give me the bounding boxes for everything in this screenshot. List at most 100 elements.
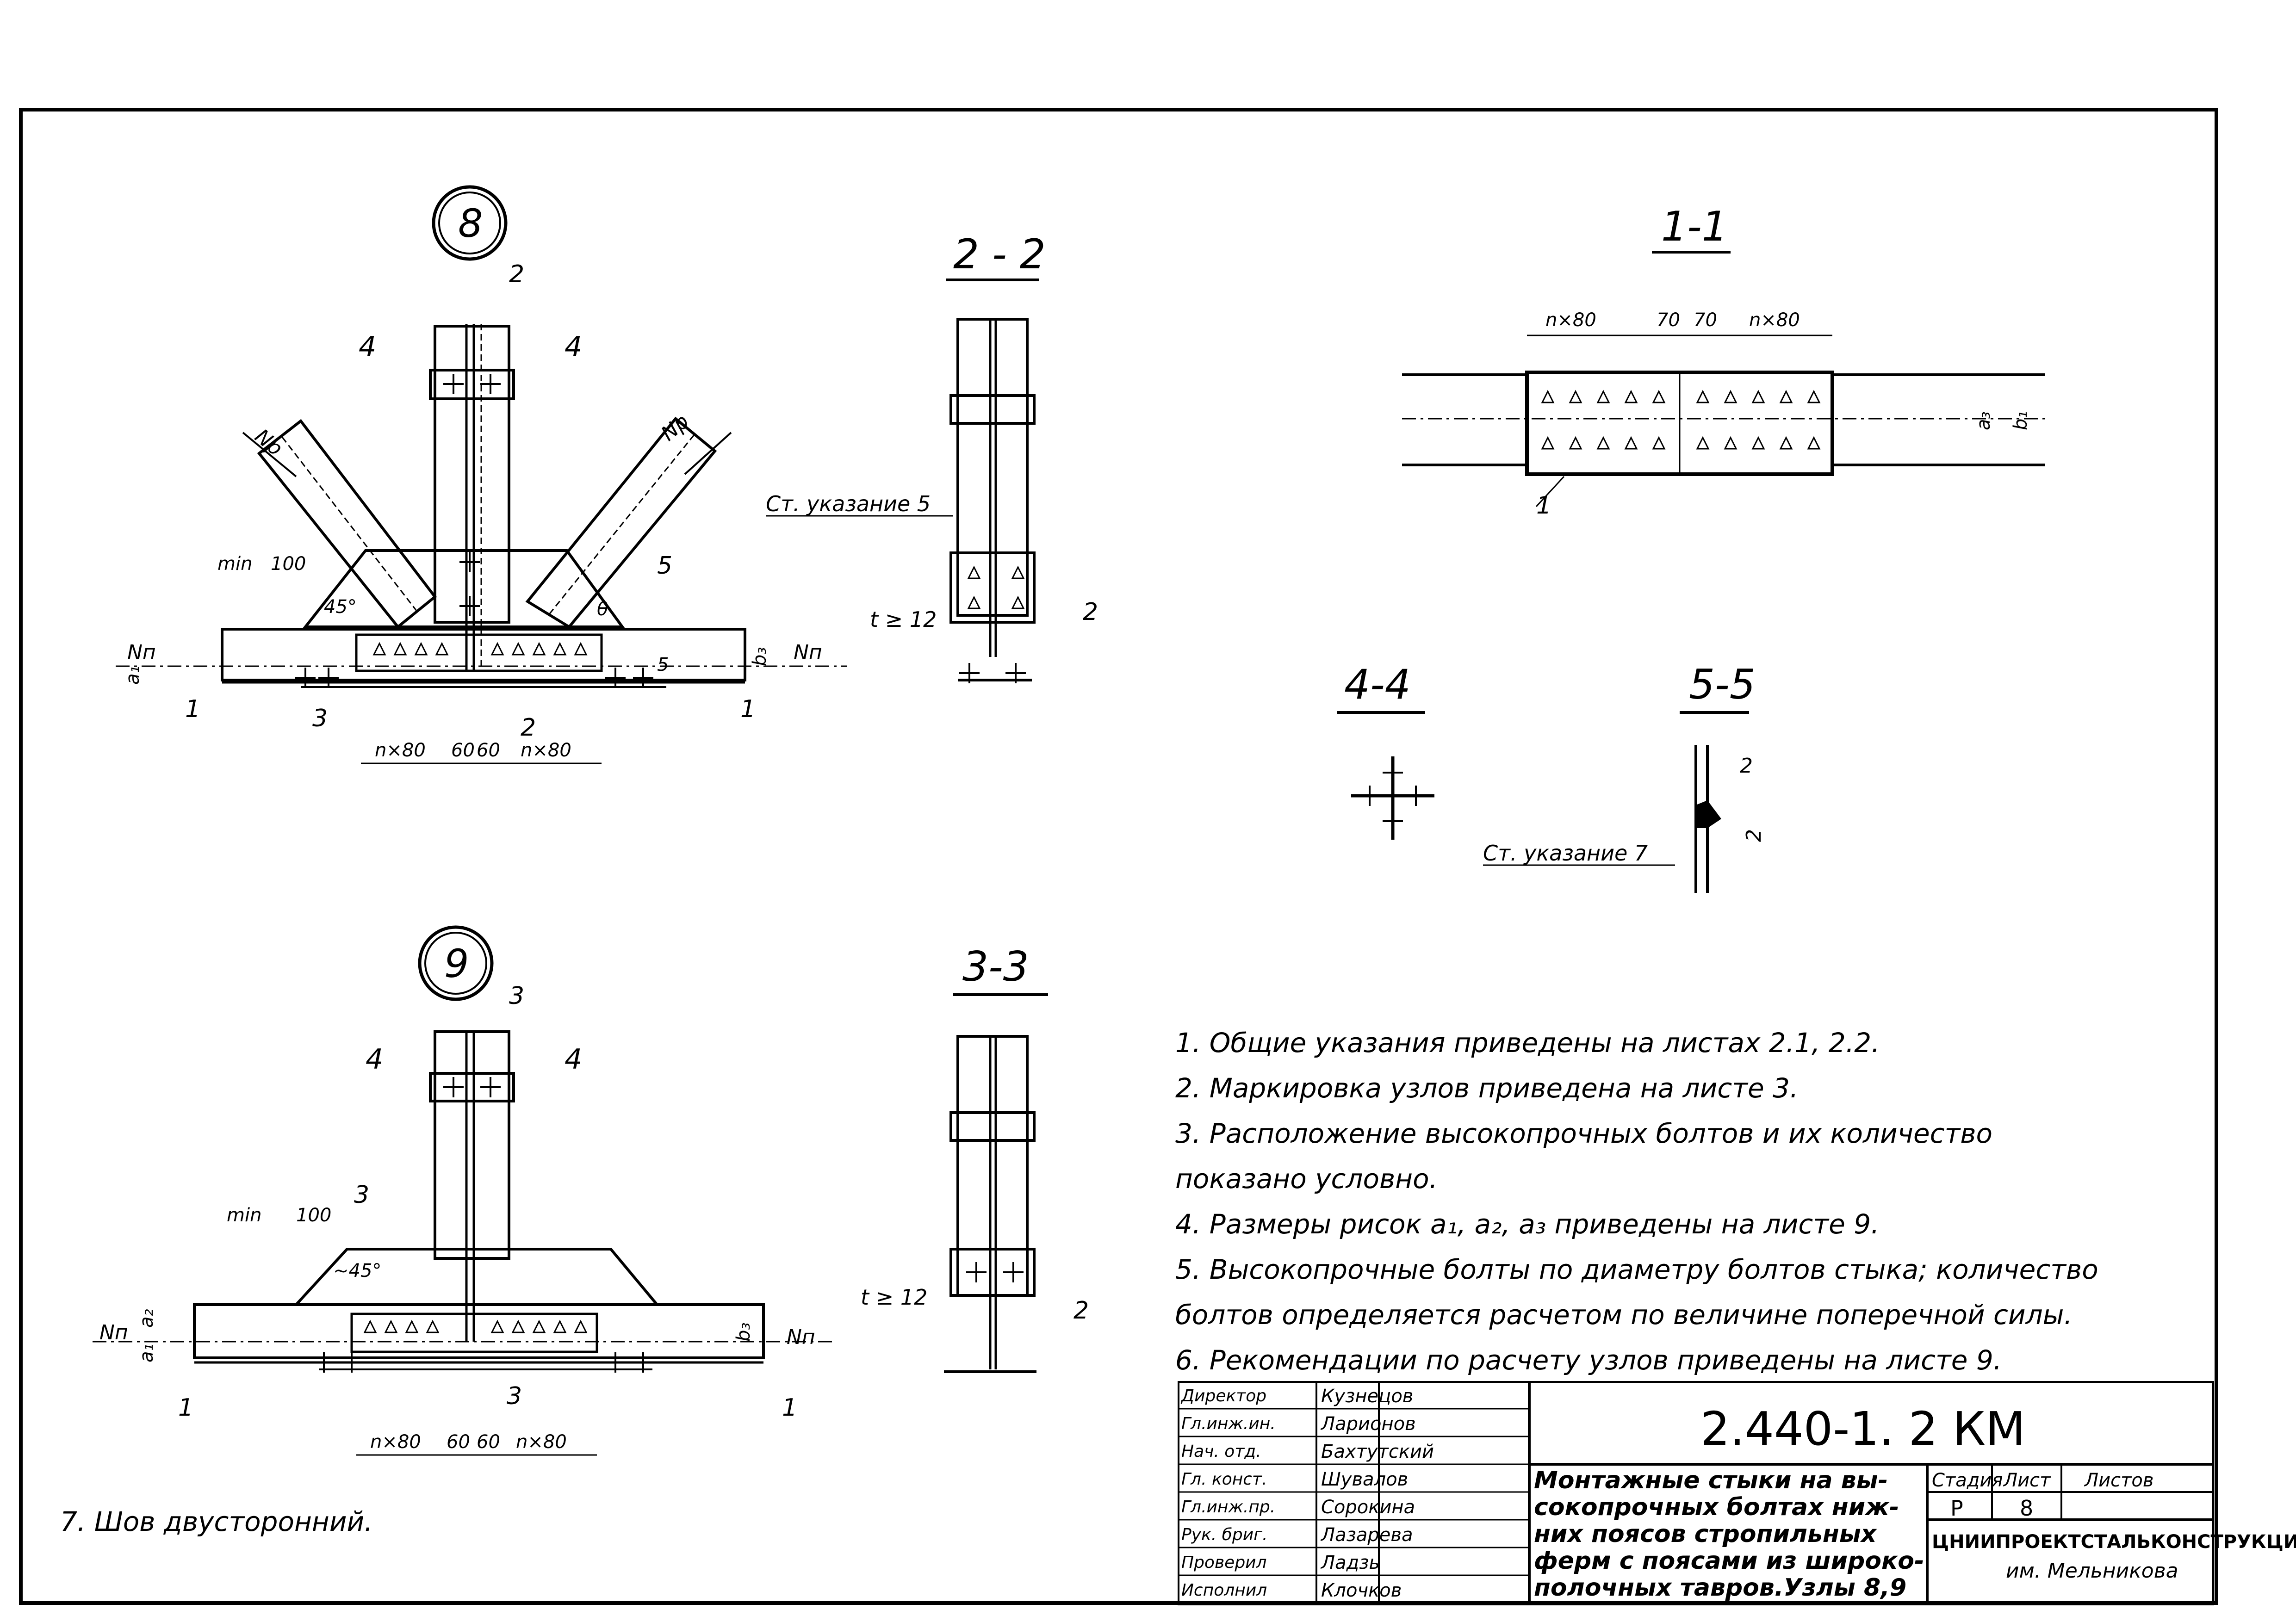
note-3-cont: показано условно. xyxy=(1175,1163,1438,1195)
drawing-annotation: a₁ xyxy=(122,666,143,685)
section-1-1: 1-1 n×80 70 70 n×80 a₃ b₁ 1 xyxy=(1402,203,2045,520)
drawing-annotation: 100 xyxy=(271,553,306,575)
title-block-grid xyxy=(1178,1381,2214,1605)
drawing-annotation: a₂ xyxy=(136,1309,157,1328)
node-9-drawing: 9 Nп Nп min 100 ~45° 3 3 3 4 4 1 1 a₁ a₂… xyxy=(93,925,833,1456)
drawing-annotation: 100 xyxy=(296,1205,331,1226)
drawing-annotation: 60 xyxy=(477,1431,500,1453)
staff-name-6: Лазарева xyxy=(1321,1524,1413,1546)
drawing-annotation: 70 xyxy=(1657,310,1680,331)
drawing-annotation: min xyxy=(217,553,252,575)
staff-name-2: Ларионов xyxy=(1321,1413,1416,1435)
note-1: 1. Общие указания приведены на листах 2.… xyxy=(1175,1027,1880,1059)
staff-role-1: Директор xyxy=(1181,1387,1267,1405)
stage-label: Стадия xyxy=(1932,1470,2003,1491)
general-notes: 1. Общие указания приведены на листах 2.… xyxy=(1175,1020,2161,1383)
stage-value: Р xyxy=(1950,1496,1963,1521)
sheets-label: Листов xyxy=(2085,1470,2154,1491)
title-line-4: ферм с поясами из широко- xyxy=(1534,1547,1924,1575)
staff-name-8: Клочков xyxy=(1321,1580,1402,1601)
title-block: Директор Кузнецов Гл.инж.ин. Ларионов На… xyxy=(1178,1381,2296,1605)
staff-role-4: Гл. конст. xyxy=(1181,1470,1267,1489)
drawing-annotation: b₁ xyxy=(2010,411,2031,430)
drawing-annotation: 4 xyxy=(366,1043,383,1076)
section-3-3: 3-3 t ≥ 12 2 xyxy=(861,943,1089,1373)
drawing-annotation: 5 xyxy=(657,552,672,580)
drawing-annotation: a₃ xyxy=(1973,411,1994,430)
drawing-annotation: 3 xyxy=(507,1382,522,1410)
sheet-label: Лист xyxy=(2004,1470,2051,1491)
sheet-value: 8 xyxy=(2020,1496,2034,1521)
drawing-annotation: Nп xyxy=(794,641,822,664)
drawing-annotation: 2 xyxy=(509,260,524,288)
drawing-annotation: 2 xyxy=(1742,829,1766,842)
section-5-5: 5-5 2 2 Ст. указание 7 xyxy=(1483,661,1766,893)
drawing-annotation: 5 xyxy=(657,654,669,675)
staff-role-3: Нач. отд. xyxy=(1181,1442,1261,1461)
note-4: 4. Размеры рисок a₁, a₂, a₃ приведены на… xyxy=(1175,1208,1880,1240)
drawing-annotation: 60 xyxy=(451,740,475,761)
drawing-annotation: b₃ xyxy=(733,1323,754,1342)
staff-name-7: Ладзь xyxy=(1321,1552,1380,1573)
drawing-annotation: t ≥ 12 xyxy=(870,607,937,632)
staff-role-2: Гл.инж.ин. xyxy=(1181,1414,1276,1433)
drawing-annotation: 1 xyxy=(1536,492,1551,520)
note-7: 7. Шов двусторонний. xyxy=(60,1506,373,1537)
document-code: 2.440-1. 2 КМ xyxy=(1700,1402,2026,1456)
drawing-annotation: 60 xyxy=(447,1431,470,1453)
organization-sub: им. Мельникова xyxy=(2006,1559,2178,1583)
staff-role-7: Проверил xyxy=(1181,1553,1267,1572)
title-line-2: сокопрочных болтах ниж- xyxy=(1534,1493,1899,1521)
drawing-annotation: 4 xyxy=(359,331,376,363)
staff-role-8: Исполнил xyxy=(1181,1581,1267,1600)
drawing-annotation: 60 xyxy=(477,740,500,761)
drawing-annotation: 1 xyxy=(740,695,756,723)
section-2-2: 2 - 2 Ст. указание 5 t ≥ 12 2 xyxy=(766,230,1098,684)
organization: ЦНИИПРОЕКТСТАЛЬКОНСТРУКЦИЯ xyxy=(1932,1531,2296,1553)
drawing-annotation: Nр xyxy=(657,409,693,446)
node-8-drawing: 8 Nр Nр Nп Nп min 100 xyxy=(116,185,847,764)
drawing-annotation: 4-4 xyxy=(1344,661,1411,708)
staff-name-5: Сорокина xyxy=(1321,1497,1415,1518)
drawing-annotation: ~45° xyxy=(333,1260,381,1282)
section-4-4: 4-4 xyxy=(1337,661,1434,840)
drawing-annotation: n×80 xyxy=(370,1431,421,1453)
node-8-label: 8 xyxy=(458,201,483,246)
drawing-annotation: 70 xyxy=(1694,310,1717,331)
drawing-annotation: 3 xyxy=(312,705,328,732)
title-line-5: полочных тавров.Узлы 8,9 xyxy=(1534,1574,1907,1602)
drawing-annotation: Ст. указание 5 xyxy=(766,491,931,516)
note-2: 2. Маркировка узлов приведена на листе 3… xyxy=(1175,1072,1799,1104)
drawing-annotation: t ≥ 12 xyxy=(861,1285,927,1310)
note-5: 5. Высокопрочные болты по диаметру болто… xyxy=(1175,1254,2098,1285)
staff-name-3: Бахтутский xyxy=(1321,1441,1434,1462)
staff-role-6: Рук. бриг. xyxy=(1181,1525,1268,1544)
drawing-annotation: Nп xyxy=(127,641,156,664)
drawing-annotation: a₁ xyxy=(136,1343,157,1362)
drawing-annotation: Nп xyxy=(787,1325,815,1349)
drawing-annotation: 3 xyxy=(509,982,524,1010)
drawing-annotation: b₃ xyxy=(749,647,770,666)
drawing-annotation: 1 xyxy=(782,1394,797,1422)
title-line-3: них поясов стропильных xyxy=(1534,1520,1877,1548)
drawing-annotation: 2 xyxy=(1083,598,1098,626)
drawing-annotation: n×80 xyxy=(1749,310,1800,331)
drawing-annotation: 45° xyxy=(324,596,357,618)
drawing-annotation: Ст. указание 7 xyxy=(1483,841,1648,866)
drawing-annotation: 1 xyxy=(178,1394,193,1422)
drawing-annotation: 2 xyxy=(521,714,536,742)
staff-role-5: Гл.инж.пр. xyxy=(1181,1498,1276,1517)
note-3: 3. Расположение высокопрочных болтов и и… xyxy=(1175,1118,1993,1149)
drawing-annotation: 1 xyxy=(185,695,200,723)
drawing-annotation: 2 xyxy=(1740,754,1753,778)
drawing-annotation: θ xyxy=(597,599,608,620)
drawing-annotation: 2 xyxy=(1074,1297,1089,1325)
staff-name-4: Шувалов xyxy=(1321,1469,1409,1490)
drawing-annotation: Nп xyxy=(99,1321,128,1344)
note-5-cont: болтов определяется расчетом по величине… xyxy=(1175,1299,2073,1331)
drawing-annotation: Nр xyxy=(250,424,287,460)
drawing-annotation: n×80 xyxy=(516,1431,567,1453)
staff-name-1: Кузнецов xyxy=(1321,1386,1414,1407)
drawing-annotation: 3 xyxy=(354,1181,369,1209)
